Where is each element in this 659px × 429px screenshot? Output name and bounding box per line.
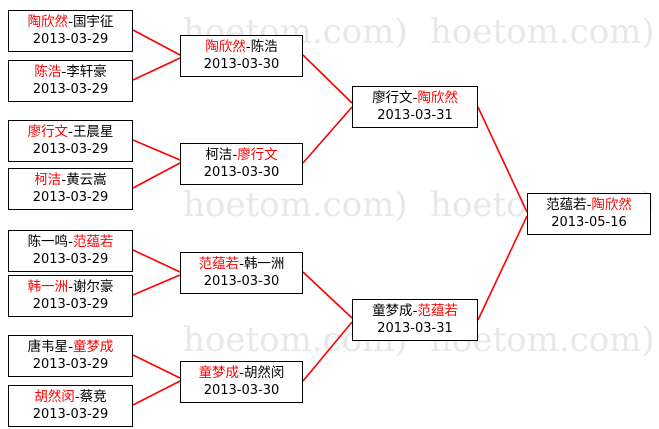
match-players: 陶欣然-陈浩 xyxy=(181,39,302,56)
player-right: 韩一洲 xyxy=(243,256,285,272)
match-box-r2m4[interactable]: 童梦成-胡然闵 2013-03-30 xyxy=(180,361,303,403)
player-separator: - xyxy=(74,389,80,405)
match-box-r1m5[interactable]: 陈一鸣-范蕴若 2013-03-29 xyxy=(8,230,133,272)
player-left: 陈一鸣 xyxy=(27,234,69,250)
match-date: 2013-03-29 xyxy=(32,407,109,422)
player-separator: - xyxy=(586,197,592,213)
match-box-r2m3[interactable]: 范蕴若-韩一洲 2013-03-30 xyxy=(180,252,303,294)
player-right: 胡然闵 xyxy=(243,365,285,381)
player-right: 蔡竞 xyxy=(79,389,107,405)
player-separator: - xyxy=(239,365,244,381)
player-left: 陶欣然 xyxy=(27,14,69,30)
match-date: 2013-03-30 xyxy=(203,57,280,72)
match-date: 2013-03-30 xyxy=(203,274,280,289)
match-players: 陈一鸣-范蕴若 xyxy=(9,234,132,251)
player-right: 陶欣然 xyxy=(417,90,458,106)
match-box-r1m8[interactable]: 胡然闵-蔡竞 2013-03-29 xyxy=(8,385,133,427)
player-separator: - xyxy=(61,172,67,188)
match-players: 童梦成-范蕴若 xyxy=(353,303,477,320)
match-players: 陈浩-李轩豪 xyxy=(9,64,132,81)
player-separator: - xyxy=(68,234,73,250)
match-players: 唐韦星-童梦成 xyxy=(9,339,132,356)
player-right: 范蕴若 xyxy=(417,303,458,319)
match-players: 胡然闵-蔡竞 xyxy=(9,389,132,406)
match-date: 2013-03-30 xyxy=(203,383,280,398)
player-right: 廖行文 xyxy=(237,147,278,163)
match-players: 陶欣然-国宇征 xyxy=(9,14,132,31)
player-right: 童梦成 xyxy=(72,339,114,355)
match-players: 范蕴若-韩一洲 xyxy=(181,256,302,273)
player-left: 胡然闵 xyxy=(34,389,75,405)
player-right: 范蕴若 xyxy=(72,234,114,250)
match-date: 2013-03-29 xyxy=(32,32,109,47)
match-box-r1m2[interactable]: 陈浩-李轩豪 2013-03-29 xyxy=(8,60,133,102)
player-separator: - xyxy=(412,303,418,319)
player-separator: - xyxy=(68,339,73,355)
match-date: 2013-03-31 xyxy=(377,321,453,336)
match-box-r3m1[interactable]: 廖行文-陶欣然 2013-03-31 xyxy=(352,86,478,128)
match-players: 廖行文-陶欣然 xyxy=(353,90,477,107)
match-box-r2m1[interactable]: 陶欣然-陈浩 2013-03-30 xyxy=(180,35,303,77)
player-separator: - xyxy=(232,147,238,163)
match-box-r1m7[interactable]: 唐韦星-童梦成 2013-03-29 xyxy=(8,335,133,377)
match-players: 柯洁-黄云嵩 xyxy=(9,172,132,189)
match-players: 童梦成-胡然闵 xyxy=(181,365,302,382)
player-left: 廖行文 xyxy=(372,90,413,106)
player-separator: - xyxy=(61,64,67,80)
player-right: 谢尔豪 xyxy=(72,279,114,295)
match-date: 2013-03-31 xyxy=(377,108,453,123)
match-date: 2013-03-29 xyxy=(32,357,109,372)
player-left: 柯洁 xyxy=(205,147,233,163)
player-left: 柯洁 xyxy=(34,172,62,188)
match-date: 2013-03-29 xyxy=(32,82,109,97)
match-players: 柯洁-廖行文 xyxy=(181,147,302,164)
player-separator: - xyxy=(68,279,73,295)
player-separator: - xyxy=(68,14,73,30)
player-right: 李轩豪 xyxy=(66,64,107,80)
match-date: 2013-03-29 xyxy=(32,142,109,157)
player-right: 王晨星 xyxy=(72,124,114,140)
player-left: 廖行文 xyxy=(27,124,69,140)
player-right: 国宇征 xyxy=(72,14,114,30)
player-separator: - xyxy=(68,124,73,140)
player-left: 陶欣然 xyxy=(205,39,246,55)
player-left: 范蕴若 xyxy=(546,197,587,213)
match-date: 2013-03-29 xyxy=(32,190,109,205)
player-separator: - xyxy=(412,90,418,106)
match-box-r1m1[interactable]: 陶欣然-国宇征 2013-03-29 xyxy=(8,10,133,52)
match-players: 廖行文-王晨星 xyxy=(9,124,132,141)
match-players: 韩一洲-谢尔豪 xyxy=(9,279,132,296)
player-left: 范蕴若 xyxy=(198,256,240,272)
match-box-r1m3[interactable]: 廖行文-王晨星 2013-03-29 xyxy=(8,120,133,162)
match-date: 2013-03-30 xyxy=(203,165,280,180)
player-right: 陶欣然 xyxy=(591,197,632,213)
player-right: 黄云嵩 xyxy=(66,172,107,188)
match-date: 2013-03-29 xyxy=(32,252,109,267)
player-separator: - xyxy=(239,256,244,272)
watermark-text: hoetom.com) xyxy=(183,185,408,225)
match-date: 2013-05-16 xyxy=(551,215,627,230)
match-date: 2013-03-29 xyxy=(32,297,109,312)
player-left: 陈浩 xyxy=(34,64,62,80)
match-box-final[interactable]: 范蕴若-陶欣然 2013-05-16 xyxy=(527,193,651,235)
match-box-r2m2[interactable]: 柯洁-廖行文 2013-03-30 xyxy=(180,143,303,185)
player-separator: - xyxy=(245,39,251,55)
match-box-r3m2[interactable]: 童梦成-范蕴若 2013-03-31 xyxy=(352,299,478,341)
player-left: 韩一洲 xyxy=(27,279,69,295)
match-box-r1m4[interactable]: 柯洁-黄云嵩 2013-03-29 xyxy=(8,168,133,210)
player-left: 唐韦星 xyxy=(27,339,69,355)
player-left: 童梦成 xyxy=(372,303,413,319)
player-left: 童梦成 xyxy=(198,365,240,381)
match-box-r1m6[interactable]: 韩一洲-谢尔豪 2013-03-29 xyxy=(8,275,133,317)
watermark-text: hoetom.com) xyxy=(430,12,655,52)
player-right: 陈浩 xyxy=(250,39,278,55)
match-players: 范蕴若-陶欣然 xyxy=(528,197,650,214)
